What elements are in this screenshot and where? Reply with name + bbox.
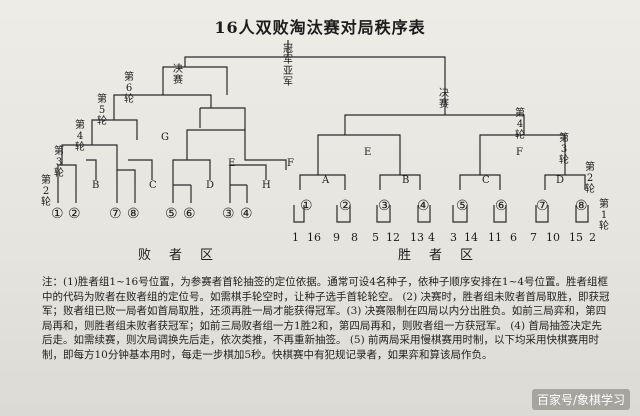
loser-seat: ④ — [240, 206, 253, 222]
winner-seat-code: ⑥ — [495, 198, 508, 214]
winner-node: F — [516, 147, 523, 158]
loser-seat: ⑦ — [109, 206, 122, 222]
loser-round2-label: 第2轮 — [41, 175, 51, 208]
winner-position: 16 — [307, 231, 321, 244]
winner-position: 2 — [589, 231, 596, 244]
winner-position: 3 — [450, 231, 457, 244]
winner-position: 10 — [546, 231, 560, 244]
loser-seat: ③ — [222, 206, 235, 222]
loser-seat: ⑧ — [127, 206, 140, 222]
loser-node: B — [92, 180, 100, 191]
winner-node: E — [364, 147, 372, 158]
loser-round3-label: 第3轮 — [54, 146, 64, 179]
winner-position: 12 — [386, 231, 400, 244]
winner-position: 15 — [569, 231, 583, 244]
winner-position: 1 — [292, 231, 299, 244]
winner-node: B — [402, 175, 410, 186]
loser-seat: ① — [51, 206, 64, 222]
loser-seat: ⑤ — [165, 206, 178, 222]
winner-position: 6 — [510, 231, 517, 244]
watermark: 百家号/象棋学习 — [531, 389, 630, 410]
winner-node: A — [322, 175, 330, 186]
winner-node: D — [556, 175, 565, 186]
page-title: 16人双败淘汰赛对局秩序表 — [214, 18, 426, 37]
loser-round6-label: 第6轮 — [124, 72, 134, 105]
loser-round5-label: 第5轮 — [97, 94, 107, 127]
winner-seat-code: ④ — [417, 198, 430, 214]
winner-position: 5 — [372, 231, 379, 244]
winner-zone-label: 胜者区 — [398, 248, 492, 263]
winner-round2-label: 第2轮 — [585, 162, 595, 195]
loser-node: D — [206, 180, 215, 191]
winner-position: 7 — [530, 231, 537, 244]
winner-seat-code: ⑤ — [456, 198, 469, 214]
winner-position: 9 — [333, 231, 340, 244]
winner-seat-code: ③ — [378, 198, 391, 214]
winner-seat-code: ⑧ — [575, 198, 588, 214]
loser-node: F — [287, 158, 294, 169]
winner-seat-code: ② — [339, 198, 352, 214]
notes-paragraph: 注：(1)胜者组1~16号位置，为参赛者首轮抽签的定位依据。通常可设4名种子，依… — [42, 276, 610, 361]
final-right-label: 决赛 — [439, 88, 449, 110]
winner-position: 4 — [428, 231, 435, 244]
winner-round3-label: 第3轮 — [559, 133, 569, 166]
loser-node: H — [262, 180, 271, 191]
winner-position: 14 — [464, 231, 478, 244]
loser-round4-label: 第4轮 — [75, 120, 85, 153]
winner-seat-code: ⑦ — [536, 198, 549, 214]
loser-node: C — [149, 180, 157, 191]
loser-node: G — [161, 132, 169, 143]
winner-round1-label: 第1轮 — [599, 199, 609, 232]
loser-seat: ② — [68, 206, 81, 222]
winner-seat-code: ① — [300, 198, 313, 214]
loser-node: E — [228, 158, 236, 169]
winner-node: C — [482, 175, 490, 186]
winner-position: 13 — [410, 231, 424, 244]
winner-round4-label: 第4轮 — [515, 108, 525, 141]
final-left-label: 决赛 — [173, 64, 183, 86]
winner-position: 11 — [488, 231, 502, 244]
winner-position: 8 — [351, 231, 358, 244]
champion-label: 冠军亚军 — [283, 44, 293, 88]
loser-seat: ⑥ — [183, 206, 196, 222]
loser-zone-label: 败者区 — [138, 248, 232, 263]
